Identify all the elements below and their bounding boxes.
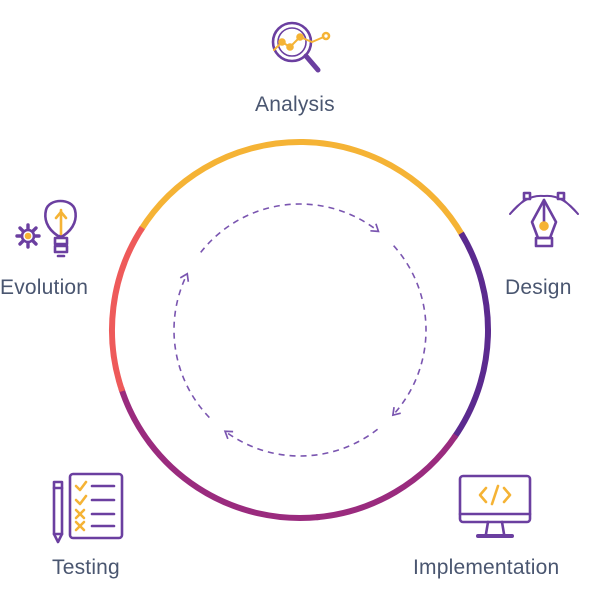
ring-segment-evolution xyxy=(109,225,145,393)
ring-segment-analysis xyxy=(138,139,466,238)
checklist-icon xyxy=(52,472,124,544)
ring-segment-implementation xyxy=(316,433,459,521)
ring-segment-testing xyxy=(118,387,320,521)
dashed-arc-2 xyxy=(391,245,427,417)
stage-label-testing: Testing xyxy=(52,556,120,579)
ring-segment-design xyxy=(451,231,491,440)
dashed-arc-3 xyxy=(223,428,379,457)
dashed-arc-1 xyxy=(200,203,380,253)
stage-label-design: Design xyxy=(505,276,572,299)
lightbulb-gear-icon xyxy=(15,199,77,258)
magnifier-chart-icon xyxy=(271,21,331,73)
stage-label-evolution: Evolution xyxy=(0,276,89,299)
inner-dashed-loop xyxy=(173,203,427,457)
dashed-arc-4 xyxy=(173,272,210,419)
stage-label-implementation: Implementation xyxy=(413,556,560,579)
pen-tool-icon xyxy=(509,191,579,248)
stage-label-analysis: Analysis xyxy=(255,93,335,116)
monitor-code-icon xyxy=(458,474,532,538)
cycle-ring xyxy=(109,139,491,521)
